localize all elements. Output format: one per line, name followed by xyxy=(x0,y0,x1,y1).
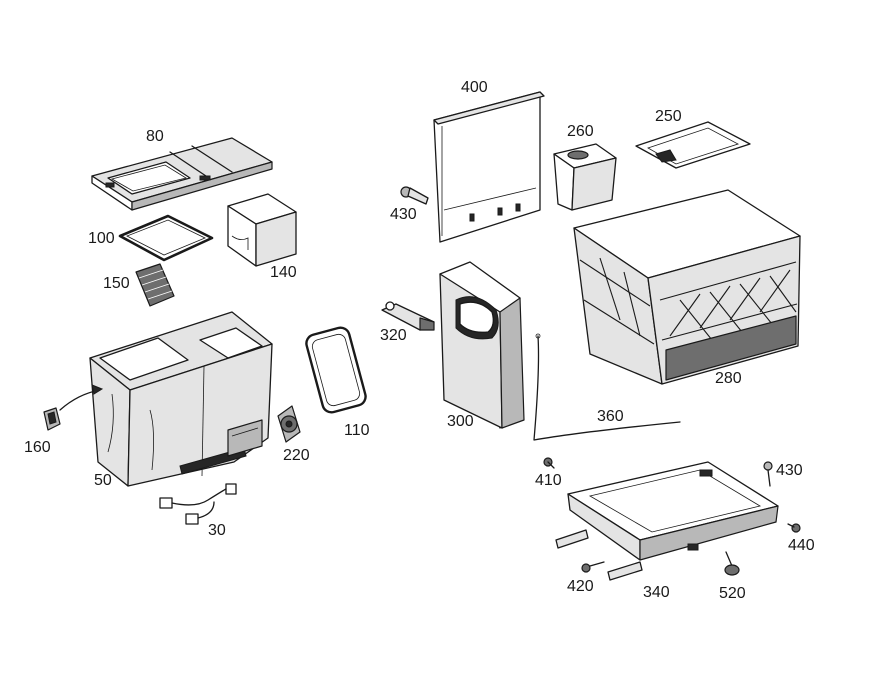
part-label-440: 440 xyxy=(788,537,815,554)
part-430-screw-upper-drawing xyxy=(400,186,429,205)
part-440-screw-drawing xyxy=(787,523,801,533)
part-label-110: 110 xyxy=(344,422,370,439)
part-410-screw-drawing xyxy=(543,457,555,469)
part-label-150: 150 xyxy=(103,275,130,292)
part-label-400: 400 xyxy=(461,79,488,96)
part-300-front-door-drawing xyxy=(439,261,525,429)
part-400-door-panel-drawing xyxy=(433,91,545,243)
part-50-housing-drawing xyxy=(89,311,273,487)
part-360-rod-drawing xyxy=(533,333,681,441)
part-430-screw-lower-drawing xyxy=(763,461,773,487)
part-label-340: 340 xyxy=(643,584,670,601)
part-label-320: 320 xyxy=(380,327,407,344)
part-140-insulation-block-drawing xyxy=(227,193,297,267)
part-150-grille-drawing xyxy=(135,263,175,307)
part-label-80: 80 xyxy=(146,128,164,145)
part-420-screw-drawing xyxy=(581,561,605,573)
part-label-430-lower: 430 xyxy=(776,462,803,479)
part-label-220: 220 xyxy=(283,447,310,464)
part-label-250: 250 xyxy=(655,108,682,125)
part-110-seal-drawing xyxy=(305,326,367,414)
part-220-fan-drawing xyxy=(277,405,301,443)
part-label-410: 410 xyxy=(535,472,562,489)
part-100-gasket-drawing xyxy=(118,214,214,262)
part-label-50: 50 xyxy=(94,472,112,489)
part-280-crate-drawing xyxy=(573,189,801,385)
part-label-430-upper: 430 xyxy=(390,206,417,223)
part-label-30: 30 xyxy=(208,522,226,539)
part-label-300: 300 xyxy=(447,413,474,430)
part-160-clip-drawing xyxy=(43,407,61,431)
arrow-160-to-50 xyxy=(59,384,104,411)
part-label-160: 160 xyxy=(24,439,51,456)
part-label-520: 520 xyxy=(719,585,746,602)
part-340-base-plate-drawing xyxy=(555,461,779,581)
part-label-280: 280 xyxy=(715,370,742,387)
part-80-lid-drawing xyxy=(91,137,273,211)
part-label-360: 360 xyxy=(597,408,624,425)
part-30-cable-drawing xyxy=(159,483,237,525)
part-label-260: 260 xyxy=(567,123,594,140)
part-520-foot-drawing xyxy=(724,551,740,576)
part-label-420: 420 xyxy=(567,578,594,595)
part-260-cup-drawing xyxy=(553,143,617,211)
part-250-tray-drawing xyxy=(635,121,751,169)
part-label-100: 100 xyxy=(88,230,115,247)
part-320-hinge-drawing xyxy=(381,301,435,331)
part-label-140: 140 xyxy=(270,264,297,281)
